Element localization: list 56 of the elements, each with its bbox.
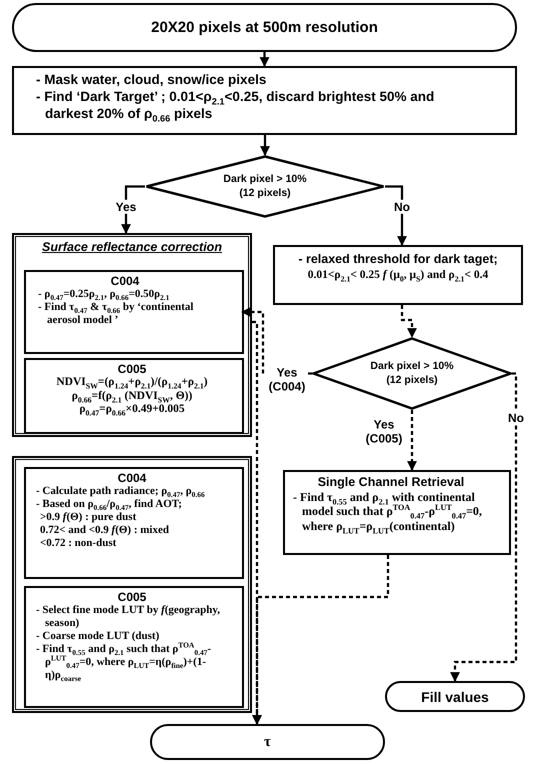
edge-label: No: [507, 410, 525, 426]
dashed-arrow: [252, 320, 262, 725]
terminal-box: [12, 3, 517, 52]
process-box: [273, 245, 523, 305]
box-heading: Single Channel Retrieval: [316, 475, 466, 490]
step-text: 0.72< and <0.9 f(Θ) : mixed: [39, 524, 170, 537]
process-box: [24, 358, 244, 434]
step-text: ρ$_{0.66}$=f(ρ$_{2.1}$ (NDVI$_{SW}$, Θ)): [70, 390, 194, 404]
step-text: - Calculate path radiance; ρ$_{0.47}$, ρ$_{0.66}$: [36, 485, 206, 498]
step-text: <0.72 : non-dust: [39, 536, 118, 550]
terminal-box: [385, 681, 525, 712]
step-text: >0.9 f(Θ) : pure dust: [39, 510, 138, 524]
terminal-text: τ: [264, 734, 271, 750]
step-text: - Find ‘Dark Target’ ; 0.01<ρ$_{2.1}$<0.25, discard brightest 50% and darkest 20% of ρ$_{0.66}$ pixels: [36, 88, 436, 123]
terminal-text: Fill values: [421, 688, 489, 704]
step-text: - Coarse mode LUT (dust): [36, 630, 160, 643]
terminal-text: 20X20 pixels at 500m resolution: [151, 19, 378, 36]
step-text: - relaxed threshold for dark taget;: [297, 251, 499, 268]
arrow: [385, 185, 407, 246]
step-text: - Find τ$_{0.55}$ and ρ$_{2.1}$ such that ρ$^{TOA}$$_{0.47}$-ρ$^{LUT}$$_{0.47}$=0, where ρ$_{LUT}$=η(ρ$_{fine}$)+(1-η)ρ$_{coarse}$: [36, 642, 212, 682]
box-heading: C004: [110, 274, 140, 288]
step-text: ρ$_{0.47}$=ρ$_{0.66}$×0.49+0.005: [78, 403, 186, 417]
step-text: - ρ$_{0.47}$=0.25ρ$_{2.1}$, ρ$_{0.66}$=0.50ρ$_{2.1}$: [38, 288, 170, 301]
process-box: [24, 467, 244, 579]
process-box: [12, 66, 517, 135]
group-panel: [12, 456, 252, 713]
group-panel: [12, 233, 252, 437]
edge-label: Yes (C005): [363, 418, 405, 446]
box-heading: C004: [116, 471, 148, 485]
box-heading: C005: [116, 362, 148, 376]
edge-label: No: [393, 200, 411, 214]
dashed-arrow: [407, 410, 417, 471]
step-text: - Find τ$_{0.55}$ and ρ$_{2.1}$ with continental model such that ρ$^{TOA}$$_{0.47}$-ρ$^{LUT}$$_{0.47}$=0, where ρ$_{LUT}$=ρ$_{LUT}$(continental): [293, 490, 483, 534]
edge-label: Yes: [114, 200, 138, 214]
dashed-arrow: [400, 305, 417, 338]
process-box: [283, 470, 511, 555]
arrow: [260, 52, 270, 67]
group-title: Surface reflectance correction: [41, 240, 223, 254]
decision-diamond: [145, 155, 385, 218]
step-text: - Based on ρ$_{0.66}$/ρ$_{0.47}$, find AOT;: [36, 498, 183, 511]
step-text: - Select fine mode LUT by f(geography, season): [36, 604, 222, 630]
box-heading: C005: [116, 590, 148, 604]
step-text: - Mask water, cloud, snow/ice pixels: [36, 72, 268, 89]
decision-text: Dark pixel > 10% (12 pixels): [369, 360, 455, 388]
arrow: [121, 185, 145, 234]
step-text: - Find τ$_{0.47}$ & τ$_{0.66}$ by ‘continental aerosol model ’: [38, 300, 194, 327]
decision-text: Dark pixel > 10% (12 pixels): [222, 172, 308, 200]
edge-label: Yes (C004): [266, 366, 308, 394]
dashed-arrow: [450, 372, 518, 682]
arrow: [260, 135, 270, 156]
decision-diamond: [312, 337, 512, 410]
step-text: 0.01<ρ$_{2.1}$< 0.25 f (μ$_{0}$, μ$_{S}$) and ρ$_{2.1}$< 0.4: [306, 268, 490, 284]
terminal-box: [150, 724, 385, 760]
step-text: NDVI$_{SW}$=(ρ$_{1.24}$+ρ$_{2.1}$)/(ρ$_{1.24}$+ρ$_{2.1}$): [55, 376, 209, 390]
process-box: [24, 270, 244, 354]
process-box: [24, 586, 244, 708]
